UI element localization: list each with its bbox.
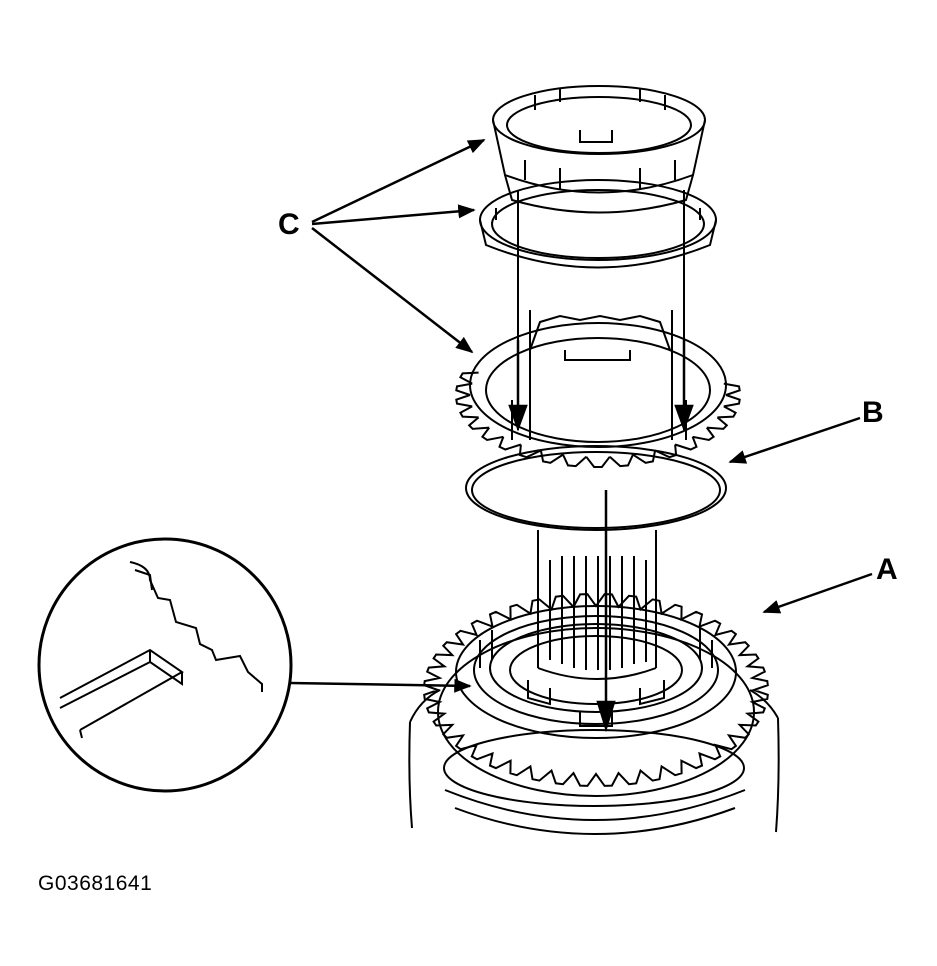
callout-leaders (311, 138, 873, 614)
housing-body (408, 689, 780, 835)
callout-label-b: B (862, 396, 884, 429)
figure-id-label: G03681641 (38, 872, 153, 895)
gear-a-lower-rim (437, 627, 755, 797)
splined-shaft (537, 530, 657, 680)
gear-a-hub (455, 605, 737, 739)
ring-b (465, 445, 727, 531)
ring-c-top (492, 85, 706, 214)
gear-a (423, 593, 769, 797)
assembly-arrows (508, 340, 694, 733)
gear-a-teeth (423, 593, 769, 787)
upper-cylinder (517, 190, 685, 440)
detail-pointer (289, 678, 472, 693)
detail-magnifier-contents (59, 561, 263, 739)
ring-c-lower (455, 314, 741, 468)
callout-label-c: C (278, 208, 300, 241)
ring-c-middle (479, 179, 717, 269)
detail-magnifier (37, 537, 293, 793)
ring-c-lower-teeth (455, 371, 741, 468)
callout-label-a: A (876, 553, 898, 586)
